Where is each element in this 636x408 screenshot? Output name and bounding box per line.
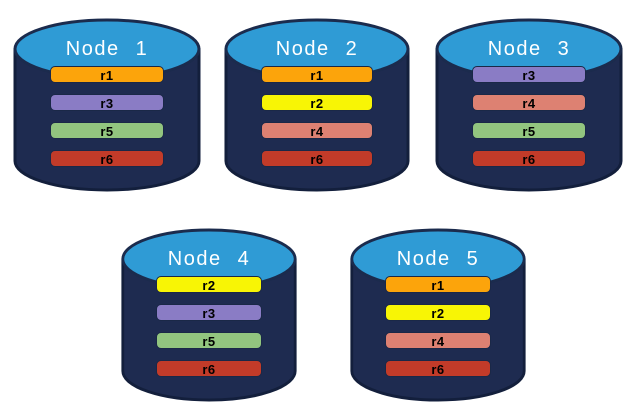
replica-list: r1 r3 r5 r6 <box>50 66 164 167</box>
replica-bar: r6 <box>260 150 374 167</box>
replica-list: r2 r3 r5 r6 <box>155 276 263 377</box>
replica-bar: r6 <box>472 150 586 167</box>
replica-bar: r1 <box>260 66 374 83</box>
replica-bar: r5 <box>472 122 586 139</box>
replica-bar: r6 <box>155 360 263 377</box>
replica-bar: r2 <box>155 276 263 293</box>
replica-bar: r3 <box>155 304 263 321</box>
replica-bar: r2 <box>260 94 374 111</box>
replica-bar: r3 <box>472 66 586 83</box>
replica-list: r1 r2 r4 r6 <box>384 276 492 377</box>
replica-list: r1 r2 r4 r6 <box>260 66 374 167</box>
node-title: Node 1 <box>65 38 149 60</box>
replica-list: r3 r4 r5 r6 <box>472 66 586 167</box>
node-title: Node 4 <box>167 248 251 270</box>
database-node-3: Node 3 r3 r4 r5 r6 <box>434 10 624 196</box>
replica-bar: r4 <box>384 332 492 349</box>
replica-bar: r4 <box>260 122 374 139</box>
database-node-1: Node 1 r1 r3 r5 r6 <box>12 10 202 196</box>
replica-bar: r6 <box>384 360 492 377</box>
replica-bar: r6 <box>50 150 164 167</box>
replica-bar: r1 <box>384 276 492 293</box>
replica-bar: r1 <box>50 66 164 83</box>
node-title: Node 2 <box>275 38 359 60</box>
replica-bar: r2 <box>384 304 492 321</box>
node-title: Node 5 <box>396 248 480 270</box>
node-title: Node 3 <box>487 38 571 60</box>
replica-bar: r5 <box>50 122 164 139</box>
replica-bar: r5 <box>155 332 263 349</box>
replica-bar: r3 <box>50 94 164 111</box>
database-node-4: Node 4 r2 r3 r5 r6 <box>120 220 298 406</box>
replica-bar: r4 <box>472 94 586 111</box>
database-node-2: Node 2 r1 r2 r4 r6 <box>223 10 411 196</box>
database-node-5: Node 5 r1 r2 r4 r6 <box>349 220 527 406</box>
